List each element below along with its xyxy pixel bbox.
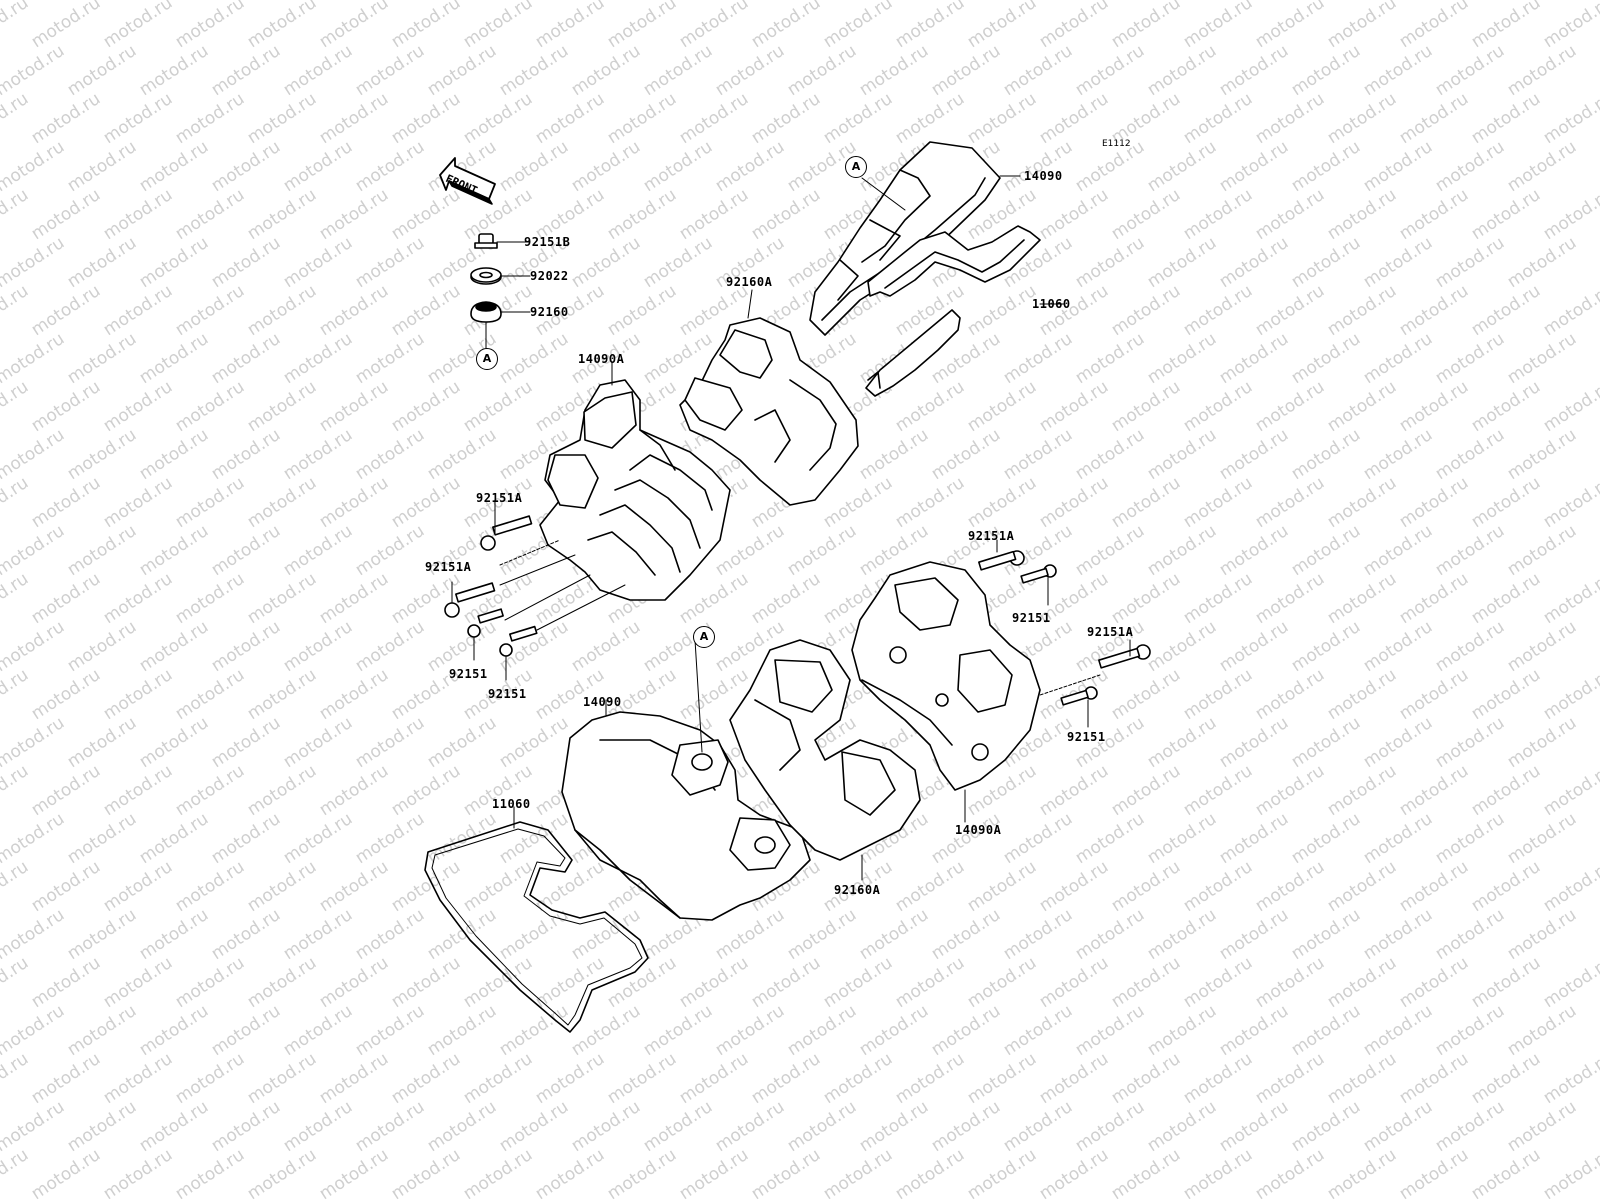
grommet-92160-icon — [470, 301, 531, 351]
part-label-92160A-bottom: 92160A — [834, 883, 881, 897]
bolt-92151A-l2-icon — [444, 554, 576, 618]
callout-a-bottom: A — [693, 626, 715, 648]
gasket-11060-bottom — [424, 806, 649, 1033]
diagram-id: E1112 — [1102, 139, 1131, 149]
part-label-92151A-l2: 92151A — [425, 560, 472, 574]
gasket-11060-top — [865, 225, 1066, 397]
part-label-92151-r1: 92151 — [1012, 611, 1051, 625]
part-label-92151A-l1: 92151A — [476, 491, 523, 505]
callout-a-top: A — [845, 156, 867, 178]
part-label-14090-top: 14090 — [1024, 169, 1063, 183]
part-label-92022: 92022 — [530, 269, 569, 283]
camshaft-holder-92160A-top — [679, 289, 859, 506]
bolt-92151A-r2-icon — [1039, 639, 1151, 696]
part-label-92151-l2: 92151 — [488, 687, 527, 701]
bolt-92151A-r1-icon — [978, 539, 1025, 571]
part-label-92151B: 92151B — [524, 235, 571, 249]
washer-92022-icon — [470, 267, 531, 285]
callout-a-left: A — [476, 348, 498, 370]
part-label-92151A-r1: 92151A — [968, 529, 1015, 543]
part-label-92151A-r2: 92151A — [1087, 625, 1134, 639]
part-label-14090-bottom: 14090 — [583, 695, 622, 709]
part-label-11060-top: 11060 — [1032, 297, 1071, 311]
cylinder-head-cover-14090-top — [809, 141, 1021, 336]
front-arrow-icon — [439, 157, 496, 205]
bolt-92151-r2-icon — [1060, 686, 1098, 728]
part-label-14090A-bottom: 14090A — [955, 823, 1002, 837]
bolt-92151A-l1-icon — [480, 499, 561, 566]
cylinder-head-14090A-bottom — [851, 561, 1041, 823]
cylinder-head-14090A-top — [539, 361, 731, 601]
part-label-92151-l1: 92151 — [449, 667, 488, 681]
cylinder-head-cover-14090-bottom — [561, 639, 811, 921]
bolt-92151-l2-icon — [499, 584, 626, 681]
part-label-92151-r2: 92151 — [1067, 730, 1106, 744]
part-label-11060-bottom: 11060 — [492, 797, 531, 811]
bolt-92151B-icon — [474, 233, 531, 249]
camshaft-holder-92160A-bottom — [729, 639, 921, 881]
bolt-92151-l1-icon — [467, 574, 591, 661]
part-label-92160: 92160 — [530, 305, 569, 319]
part-label-14090A-top: 14090A — [578, 352, 625, 366]
part-label-92160A-top: 92160A — [726, 275, 773, 289]
bolt-92151-r1-icon — [1020, 564, 1057, 606]
